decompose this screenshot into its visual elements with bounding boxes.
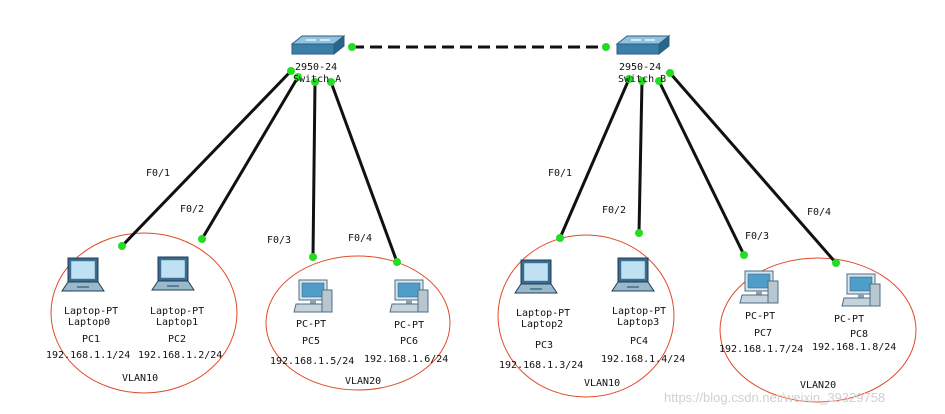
pc6-name: PC6: [400, 336, 418, 347]
pc5-ip: 192.168.1.5/24: [270, 356, 354, 367]
pc8-name: PC8: [850, 329, 868, 340]
watermark: https://blog.csdn.net/weixin_39329758: [664, 390, 885, 405]
pc1-type: Laptop-PT: [64, 306, 118, 317]
pc1-device: Laptop0: [68, 317, 110, 328]
port-label-a-f03: F0/3: [267, 235, 291, 246]
switch-icon[interactable]: [616, 35, 670, 55]
link-b-f02: [637, 80, 644, 234]
link-a-f04: [329, 81, 399, 263]
pc8-ip: 192.168.1.8/24: [812, 342, 896, 353]
pc4-ip: 192.168.1.4/24: [601, 354, 685, 365]
pc8-type: PC-PT: [834, 314, 864, 325]
pc3-device: Laptop2: [521, 319, 563, 330]
vlan-label-b20: VLAN20: [800, 380, 836, 391]
vlan-label-a20: VLAN20: [345, 376, 381, 387]
switch-a-name: Switch A: [293, 74, 341, 85]
port-label-b-f04: F0/4: [807, 207, 831, 218]
link-b-f04: [668, 72, 838, 264]
link-a-f03: [311, 81, 317, 258]
pc5-name: PC5: [302, 336, 320, 347]
pc2-type: Laptop-PT: [150, 306, 204, 317]
link-state-dots: [118, 43, 840, 267]
pc3-name: PC3: [535, 340, 553, 351]
pc7-ip: 192.168.1.7/24: [719, 344, 803, 355]
link-a-f01: [120, 69, 293, 248]
vlan10-ring-a: [50, 232, 238, 394]
laptop-icon[interactable]: [514, 259, 558, 294]
pc3-ip: 192.168.1.3/24: [499, 360, 583, 371]
pc4-type: Laptop-PT: [612, 306, 666, 317]
port-label-a-f02: F0/2: [180, 204, 204, 215]
pc7-name: PC7: [754, 328, 772, 339]
pc1-name: PC1: [82, 334, 100, 345]
vlan10-ring-b: [497, 234, 675, 398]
port-label-b-f01: F0/1: [548, 168, 572, 179]
pc2-device: Laptop1: [156, 317, 198, 328]
laptop-icon[interactable]: [151, 256, 195, 291]
link-b-f01: [558, 78, 631, 239]
port-label-b-f03: F0/3: [745, 231, 769, 242]
pc3-type: Laptop-PT: [516, 308, 570, 319]
pc2-name: PC2: [168, 334, 186, 345]
pc6-type: PC-PT: [394, 320, 424, 331]
pc5-type: PC-PT: [296, 319, 326, 330]
vlan20-ring-a: [265, 255, 451, 391]
laptop-icon[interactable]: [611, 257, 655, 292]
port-label-a-f01: F0/1: [146, 168, 170, 179]
laptop-icon[interactable]: [61, 257, 105, 292]
pc2-ip: 192.168.1.2/24: [138, 350, 222, 361]
vlan20-ring-b: [719, 257, 917, 403]
pc-icon[interactable]: [739, 270, 779, 304]
port-label-a-f04: F0/4: [348, 233, 372, 244]
pc4-name: PC4: [630, 336, 648, 347]
link-b-f03: [657, 80, 746, 256]
pc4-device: Laptop3: [617, 317, 659, 328]
pc1-ip: 192.168.1.1/24: [46, 350, 130, 361]
switch-b-name: Switch B: [618, 74, 666, 85]
pc7-type: PC-PT: [745, 311, 775, 322]
switch-icon[interactable]: [291, 35, 345, 55]
port-label-b-f02: F0/2: [602, 205, 626, 216]
vlan-label-b10: VLAN10: [584, 378, 620, 389]
switch-b-model: 2950-24: [619, 62, 661, 73]
pc-icon[interactable]: [841, 273, 881, 307]
pc6-ip: 192.168.1.6/24: [364, 354, 448, 365]
switch-a-model: 2950-24: [295, 62, 337, 73]
pc-icon[interactable]: [293, 279, 333, 313]
link-a-f02: [200, 76, 300, 240]
pc-icon[interactable]: [389, 279, 429, 313]
vlan-label-a10: VLAN10: [122, 373, 158, 384]
